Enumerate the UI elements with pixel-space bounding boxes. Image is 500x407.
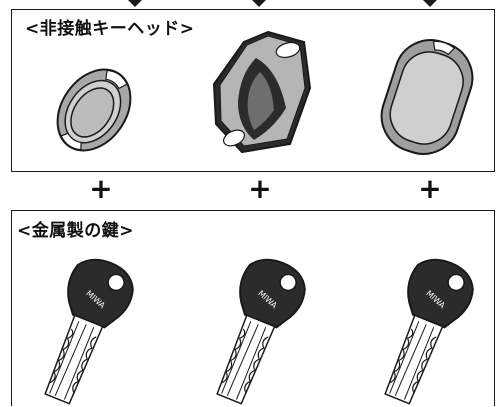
metal-key-icon: MIWA — [216, 258, 306, 405]
arrow-down-icon — [252, 0, 266, 7]
metal-key-panel: <金属製の鍵> MIWA MIWA MIWA — [11, 210, 495, 406]
hexagonal-key-head-icon — [212, 30, 312, 154]
oval-key-head-icon — [380, 39, 474, 155]
round-key-head-icon — [56, 68, 132, 152]
arrow-down-icon — [128, 0, 142, 7]
arrow-down-icon — [423, 0, 437, 7]
contactless-key-head-panel: <非接触キーヘッド> — [11, 9, 495, 172]
plus-sign: + — [418, 172, 442, 205]
metal-key-icon: MIWA — [384, 258, 474, 405]
plus-sign: + — [89, 172, 113, 205]
metal-key-icon: MIWA — [44, 258, 134, 405]
section-heading: <非接触キーヘッド> — [25, 19, 195, 39]
section-heading: <金属製の鍵> — [17, 221, 134, 241]
plus-sign: + — [248, 172, 272, 205]
